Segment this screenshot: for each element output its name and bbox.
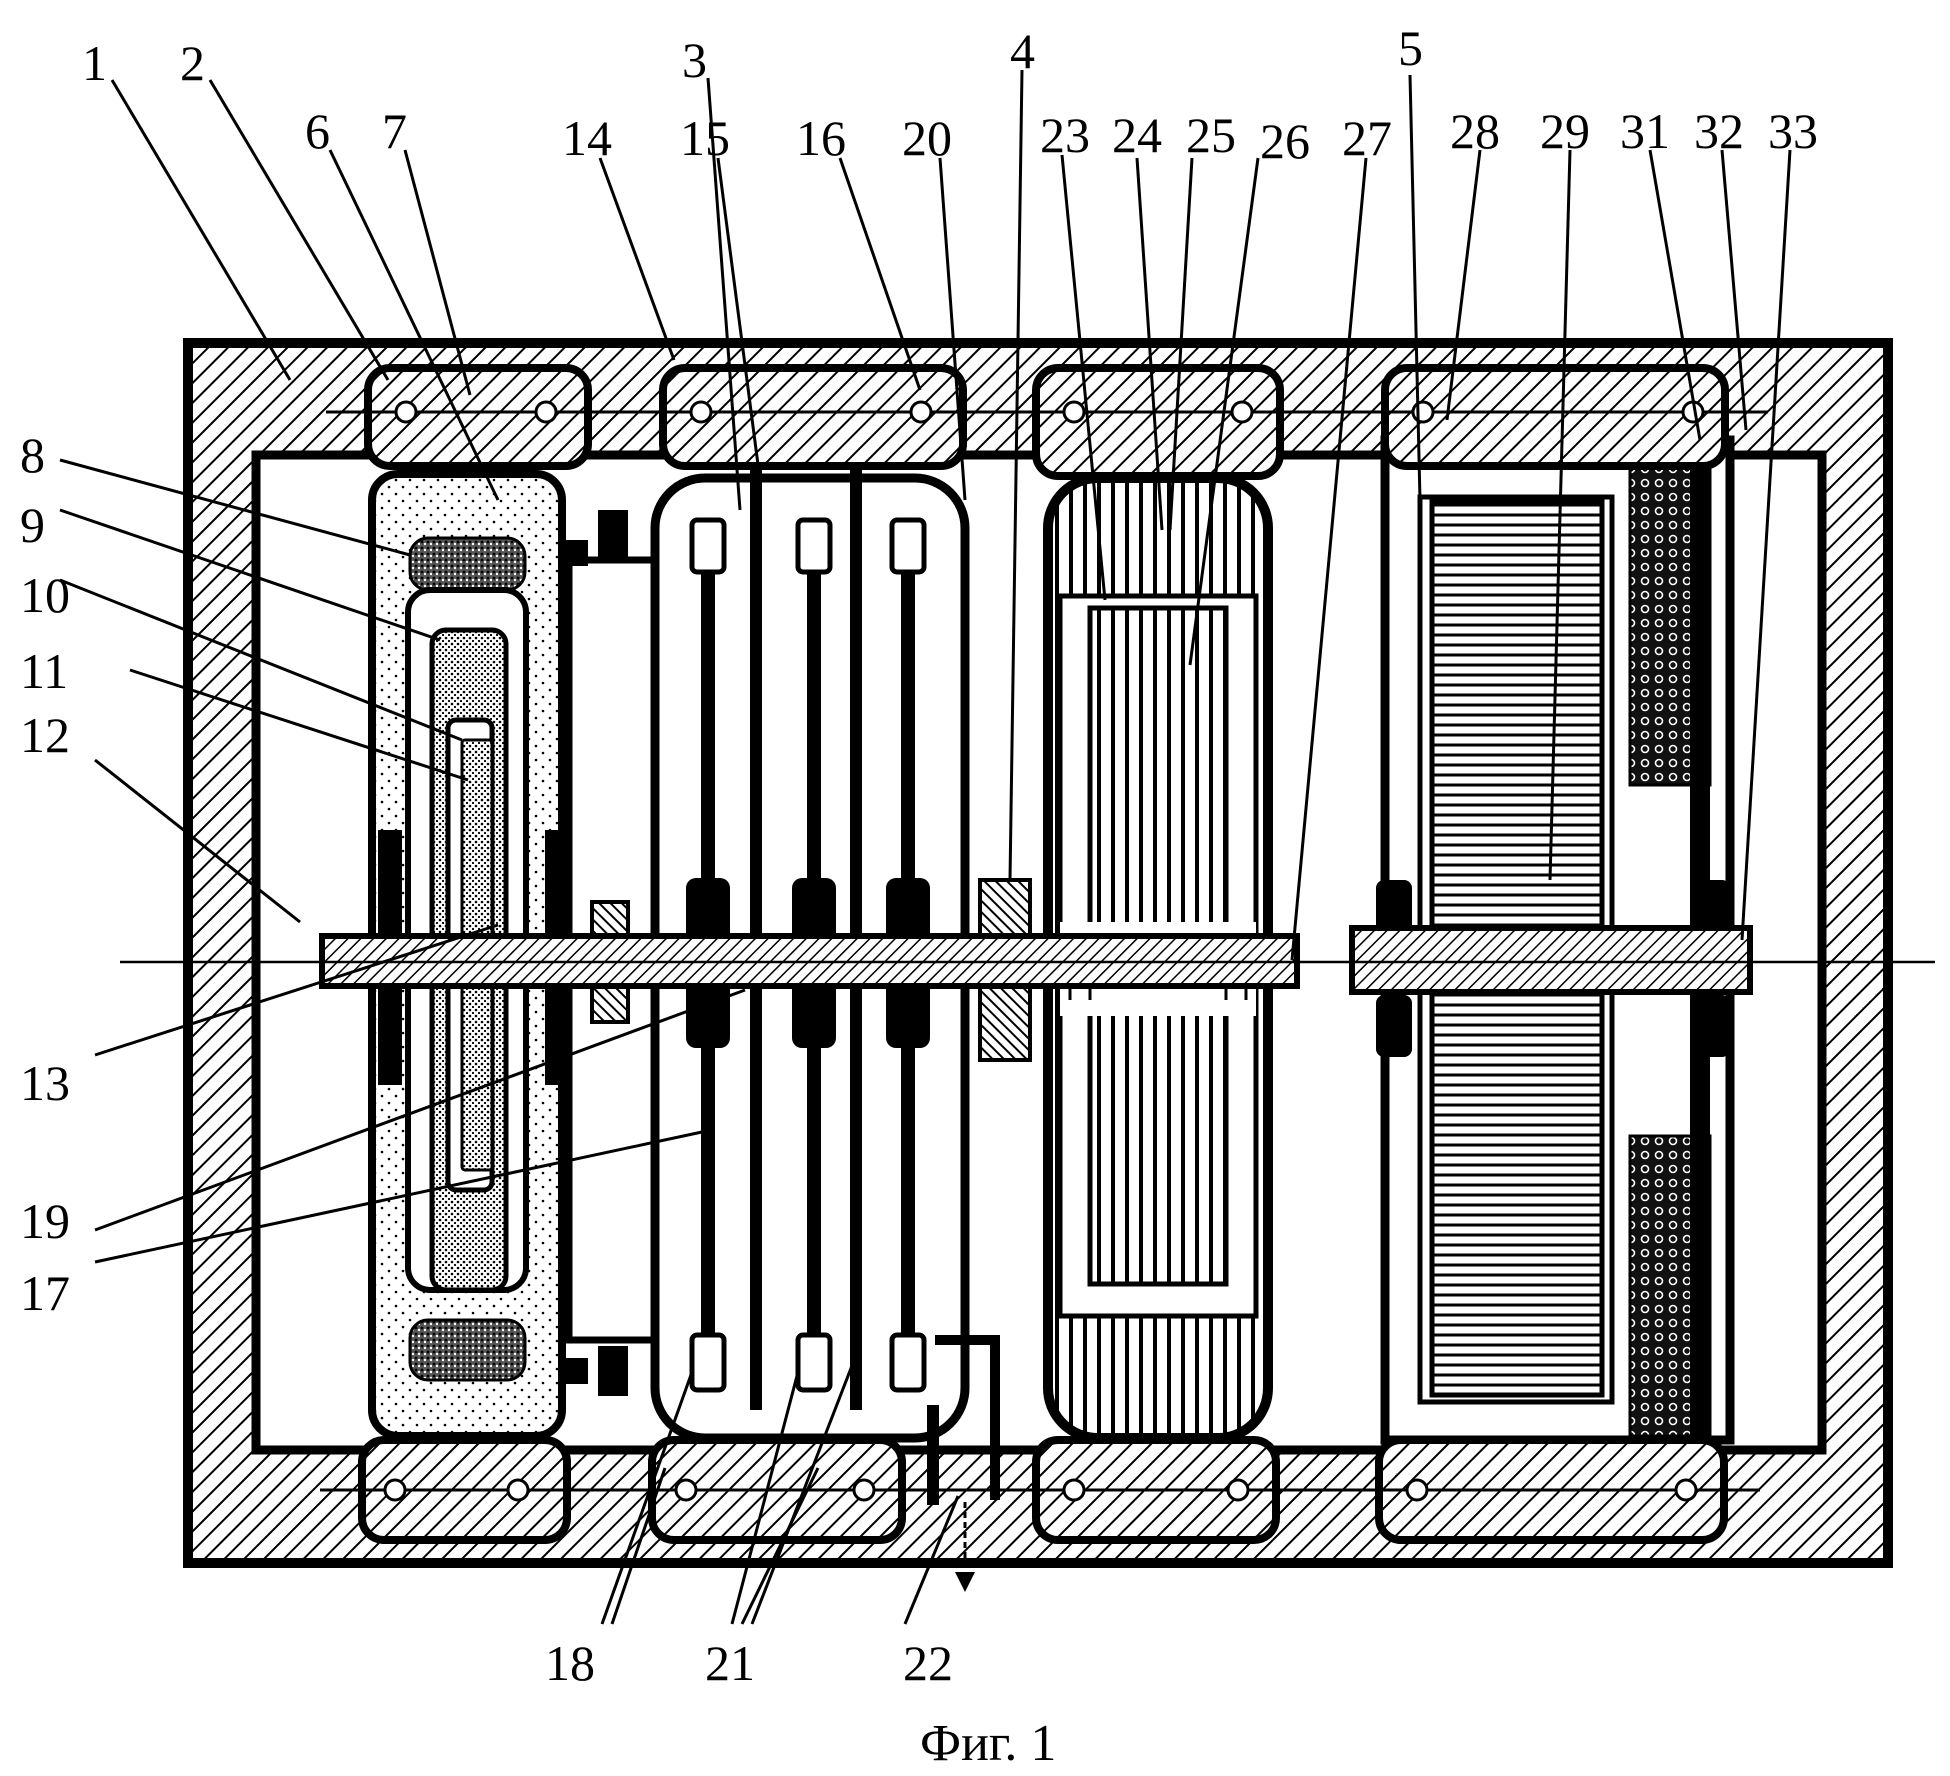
label-21: 21: [705, 1635, 755, 1691]
label-10: 10: [20, 567, 70, 623]
chamber-3: [655, 470, 995, 1592]
label-31: 31: [1620, 103, 1670, 159]
mount-blocks-bottom: [320, 1440, 1760, 1540]
label-4: 4: [1010, 23, 1035, 79]
label-33: 33: [1768, 103, 1818, 159]
label-18: 18: [545, 1635, 595, 1691]
label-14: 14: [562, 110, 612, 166]
label-22: 22: [903, 1635, 953, 1691]
label-9: 9: [20, 497, 45, 553]
mount-blocks-top: [326, 368, 1768, 476]
label-26: 26: [1260, 113, 1310, 169]
label-3: 3: [682, 32, 707, 88]
label-19: 19: [20, 1193, 70, 1249]
label-11: 11: [20, 643, 68, 699]
label-20: 20: [902, 110, 952, 166]
label-7: 7: [382, 103, 407, 159]
figure-caption: Фиг. 1: [920, 1715, 1056, 1772]
label-27: 27: [1342, 110, 1392, 166]
label-16: 16: [796, 110, 846, 166]
label-5: 5: [1398, 20, 1423, 76]
label-28: 28: [1450, 103, 1500, 159]
label-24: 24: [1112, 107, 1162, 163]
label-12: 12: [20, 707, 70, 763]
label-23: 23: [1040, 107, 1090, 163]
label-17: 17: [20, 1265, 70, 1321]
label-25: 25: [1186, 107, 1236, 163]
label-32: 32: [1694, 103, 1744, 159]
label-2: 2: [180, 35, 205, 91]
label-1: 1: [82, 35, 107, 91]
label-29: 29: [1540, 103, 1590, 159]
label-15: 15: [680, 110, 730, 166]
label-13: 13: [20, 1055, 70, 1111]
label-6: 6: [305, 103, 330, 159]
label-8: 8: [20, 427, 45, 483]
